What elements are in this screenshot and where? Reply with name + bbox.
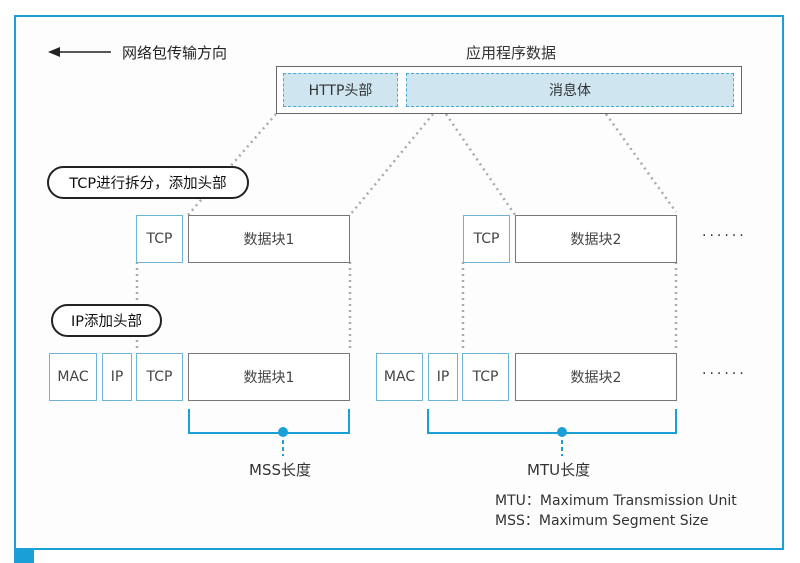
legend-full: Maximum Transmission Unit	[539, 493, 737, 509]
legend-item-mss: MSS：Maximum Segment Size	[495, 511, 737, 531]
tcp-header-1: TCP	[136, 215, 183, 263]
legend-item-mtu: MTU：Maximum Transmission Unit	[495, 491, 737, 511]
ip-data-chunk-1: 数据块1	[188, 353, 350, 401]
message-body-block: 消息体	[406, 73, 734, 107]
mac-header-1: MAC	[49, 353, 97, 401]
app-data-block: HTTP头部 消息体	[276, 66, 742, 114]
message-body-label: 消息体	[549, 83, 591, 99]
data-chunk-2: 数据块2	[515, 215, 677, 263]
corner-marker	[14, 549, 34, 563]
ip-header-2: IP	[428, 353, 458, 401]
mtu-bracket-dot	[557, 427, 567, 437]
app-data-title: 应用程序数据	[466, 44, 557, 62]
ip-row-ellipsis: ······	[702, 366, 747, 382]
split-line-body-2-right	[604, 113, 678, 213]
step-tcp-split: TCP进行拆分，添加头部	[47, 166, 249, 199]
http-header-block: HTTP头部	[283, 73, 398, 107]
tcp-header-2: TCP	[463, 215, 510, 263]
split-line-body-2-left	[444, 113, 517, 216]
data-chunk-1: 数据块1	[188, 215, 350, 263]
mss-bracket-dot	[278, 427, 288, 437]
mtu-bracket	[427, 409, 677, 456]
mss-bracket	[188, 409, 350, 456]
tcp-header-ip-2: TCP	[462, 353, 509, 401]
tcp-header-ip-1: TCP	[136, 353, 183, 401]
tcp-row-ellipsis: ······	[702, 228, 747, 244]
http-header-label: HTTP头部	[308, 83, 373, 99]
legend-full: Maximum Segment Size	[538, 513, 709, 529]
mtu-length-label: MTU长度	[527, 461, 591, 479]
ip-data-chunk-2: 数据块2	[515, 353, 677, 401]
split-line-http-left	[187, 113, 277, 216]
step-ip-add: IP添加头部	[51, 304, 162, 337]
direction-arrow-icon	[48, 47, 111, 57]
legend-abbr: MTU	[495, 493, 526, 509]
legend-sep: ：	[524, 513, 539, 529]
legend: MTU：Maximum Transmission Unit MSS：Maximu…	[495, 491, 737, 531]
direction-label: 网络包传输方向	[122, 44, 228, 62]
mac-header-2: MAC	[376, 353, 423, 401]
legend-abbr: MSS	[495, 513, 525, 529]
split-line-body-1-right	[349, 113, 434, 216]
ip-header-1: IP	[102, 353, 132, 401]
legend-sep: ：	[525, 493, 540, 509]
mss-length-label: MSS长度	[249, 461, 311, 479]
